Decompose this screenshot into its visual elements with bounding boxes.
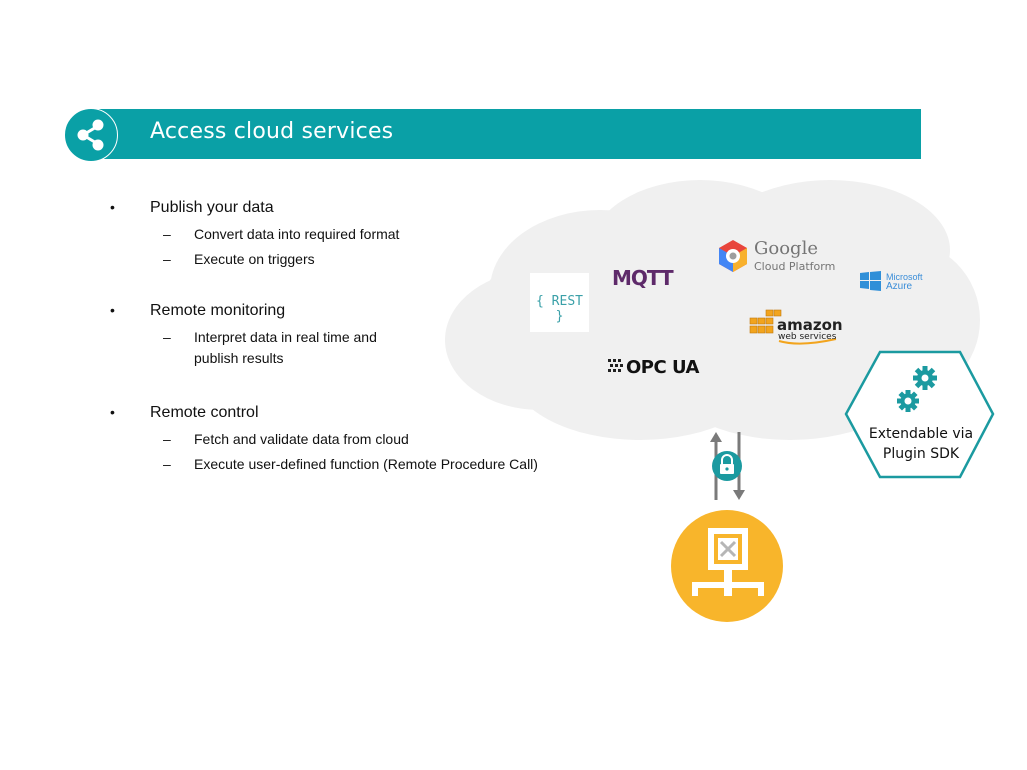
plugin-label-line2: Plugin SDK xyxy=(882,446,960,462)
dash: – xyxy=(163,251,171,267)
cloud-shape xyxy=(445,180,980,440)
opc-ua-logo-mark xyxy=(608,359,623,372)
lock-icon xyxy=(712,451,742,481)
bullet-sub: Execute user-defined function (Remote Pr… xyxy=(194,456,538,472)
bullet-title: Publish your data xyxy=(150,199,274,216)
opc-ua-logo: OPC UA xyxy=(626,357,699,378)
microsoft-text: Microsoft xyxy=(886,272,923,282)
dash: – xyxy=(163,456,171,472)
bullet-dot: • xyxy=(110,302,115,318)
bullet-sub: Execute on triggers xyxy=(194,251,315,267)
bullet-title: Remote control xyxy=(150,404,259,421)
google-cloud-platform-text: Cloud Platform xyxy=(754,260,836,273)
edge-device-icon xyxy=(671,510,783,622)
bullet-sub-continued: publish results xyxy=(194,350,284,366)
share-badge xyxy=(64,108,118,162)
bullet-group-monitoring: • Remote monitoring – Interpret data in re… xyxy=(108,299,588,369)
plugin-hexagon xyxy=(844,350,995,479)
bullet-title: Remote monitoring xyxy=(150,302,286,319)
amazon-logo-text: amazon xyxy=(777,316,843,334)
bullet-sub: Convert data into required format xyxy=(194,226,400,242)
header-bar xyxy=(85,109,921,159)
bullet-sub: Fetch and validate data from cloud xyxy=(194,431,409,447)
page-title: Access cloud services xyxy=(150,119,394,144)
bullet-sub: Interpret data in real time and xyxy=(194,329,377,345)
dash: – xyxy=(163,329,171,345)
bullet-group-control: • Remote control – Fetch and validate data… xyxy=(108,401,588,475)
dash: – xyxy=(163,226,171,242)
amazon-boxes-icon xyxy=(749,309,782,334)
rest-logo: { REST } xyxy=(530,273,589,332)
gears-icon xyxy=(897,366,937,412)
azure-logo xyxy=(860,271,881,291)
share-icon xyxy=(77,119,104,151)
rest-logo-text: { REST } xyxy=(536,294,583,324)
bullet-group-publish: • Publish your data – Convert data into re… xyxy=(108,196,588,270)
plugin-label-line1: Extendable via xyxy=(868,426,974,442)
bullet-dot: • xyxy=(110,199,115,215)
dash: – xyxy=(163,431,171,447)
amazon-smile-icon xyxy=(778,338,837,345)
azure-text: Azure xyxy=(886,281,913,292)
google-logo-text: Google xyxy=(754,238,818,259)
bullet-dot: • xyxy=(110,404,115,420)
plugin-label: Extendable via Plugin SDK xyxy=(858,424,984,464)
mqtt-logo: MQTT xyxy=(612,266,674,290)
amazon-web-services-text: web services xyxy=(778,332,837,342)
google-cloud-logo xyxy=(719,240,747,272)
